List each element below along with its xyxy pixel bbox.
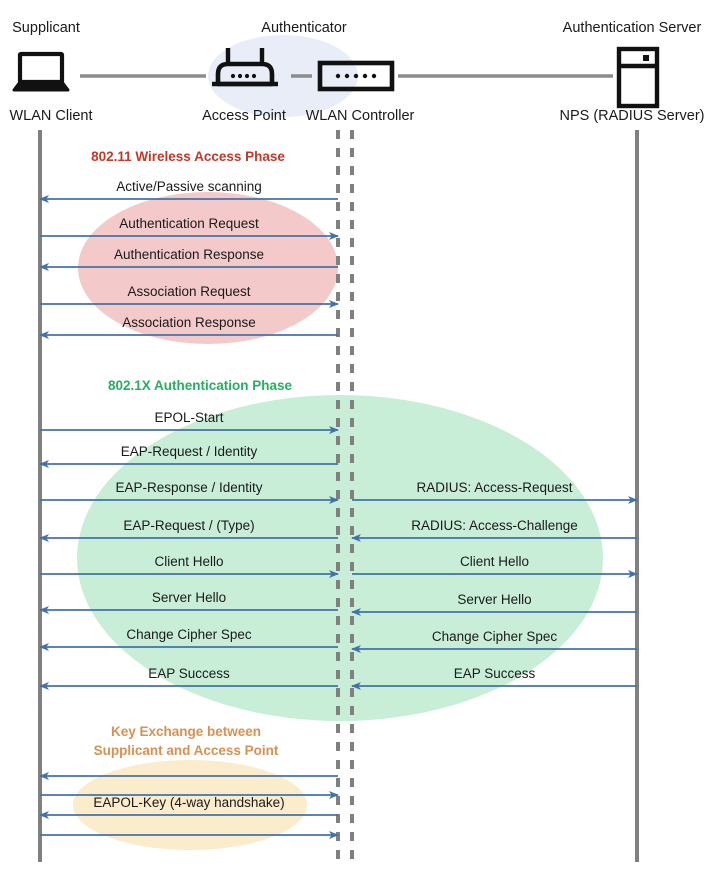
- node-device-wlan-controller: WLAN Controller: [305, 108, 415, 124]
- message-label-left-0: Active/Passive scanning: [116, 179, 262, 194]
- message-label-left-12: EAP Success: [148, 666, 230, 681]
- authenticator-region: [208, 35, 358, 117]
- node-device-wlan-client: WLAN Client: [9, 108, 93, 124]
- node-role-authentication-server: Authentication Server: [562, 20, 702, 36]
- message-label-left-4: Association Response: [122, 315, 256, 330]
- message-label-left-3: Association Request: [127, 284, 251, 299]
- message-label-left-15: EAPOL-Key (4-way handshake): [93, 795, 285, 810]
- message-label-left-8: EAP-Request / (Type): [123, 518, 255, 533]
- message-label-right-2: Client Hello: [459, 554, 530, 569]
- node-role-supplicant: Supplicant: [12, 20, 80, 36]
- message-label-left-1: Authentication Request: [119, 216, 259, 231]
- phase-title-line: 802.1X Authentication Phase: [107, 378, 293, 393]
- message-label-left-6: EAP-Request / Identity: [120, 444, 258, 459]
- node-role-authenticator: Authenticator: [261, 20, 347, 36]
- message-label-left-5: EPOL-Start: [154, 410, 224, 425]
- phase-title-wireless-access: 802.11 Wireless Access Phase: [91, 147, 285, 166]
- message-label-right-0: RADIUS: Access-Request: [416, 480, 573, 495]
- phase-title-line: 802.11 Wireless Access Phase: [91, 149, 285, 164]
- message-label-right-1: RADIUS: Access-Challenge: [411, 518, 578, 533]
- phase-region-wireless-access: [78, 192, 338, 344]
- phase-title-dot1x-authentication: 802.1X Authentication Phase: [108, 376, 292, 395]
- message-label-left-10: Server Hello: [151, 590, 227, 605]
- message-label-right-4: Change Cipher Spec: [431, 629, 558, 644]
- message-label-left-9: Client Hello: [154, 554, 224, 569]
- node-device-nps-radius: NPS (RADIUS Server): [559, 108, 705, 124]
- wlan-controller-icon: [317, 60, 395, 92]
- message-label-right-3: Server Hello: [457, 592, 532, 607]
- access-point-icon: [212, 48, 278, 87]
- message-label-left-7: EAP-Response / Identity: [115, 480, 263, 495]
- message-label-right-5: EAP Success: [453, 666, 536, 681]
- phase-title-line: Key Exchange between: [110, 724, 262, 739]
- phase-region-key-exchange: [73, 760, 307, 850]
- phase-region-dot1x-authentication: [77, 395, 603, 721]
- message-label-left-11: Change Cipher Spec: [126, 627, 252, 642]
- server-icon: [616, 46, 660, 109]
- phase-title-line: Supplicant and Access Point: [93, 743, 279, 758]
- node-device-access-point: Access Point: [202, 108, 286, 124]
- laptop-icon: [12, 51, 70, 92]
- message-label-left-2: Authentication Response: [113, 247, 265, 262]
